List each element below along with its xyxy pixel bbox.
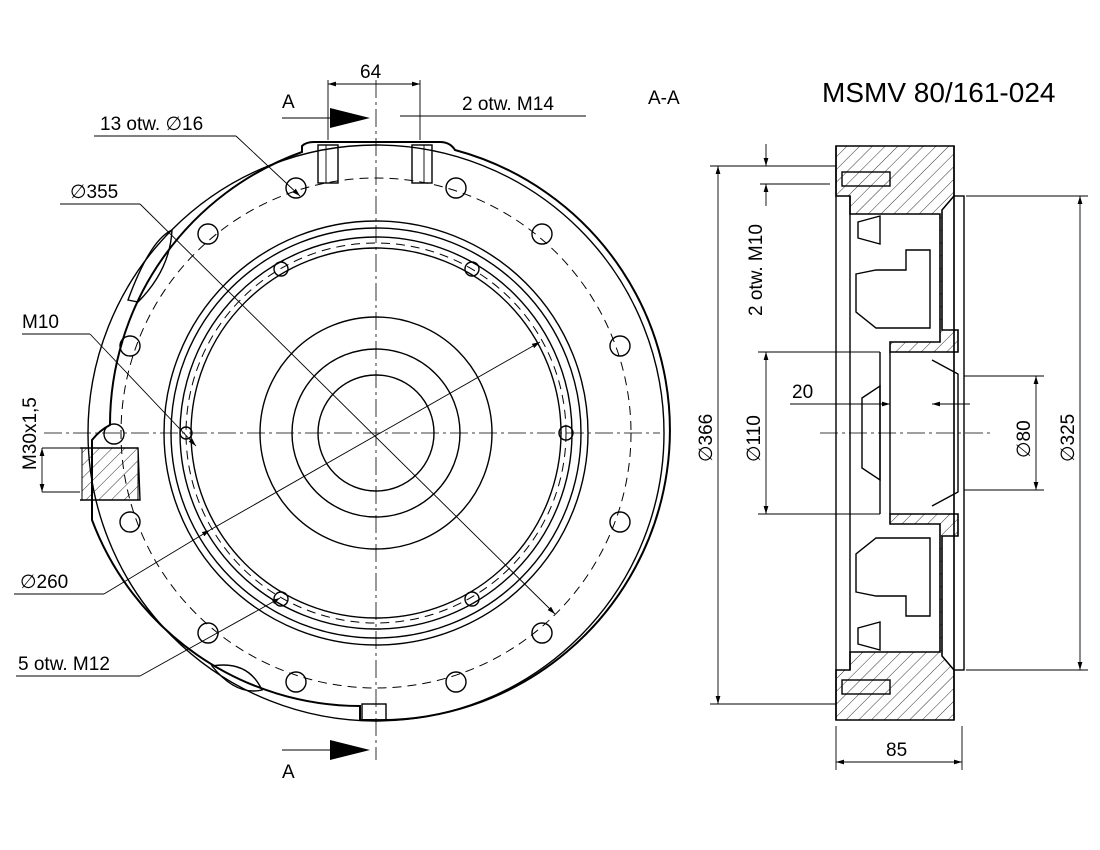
slot-upper-left — [127, 228, 173, 303]
dim-64: 64 — [360, 62, 382, 83]
hole-16 — [531, 622, 553, 644]
callout-m30: M30x1,5 — [20, 397, 41, 470]
dia-355-line — [139, 203, 556, 615]
section-label-bottom: A — [282, 762, 295, 783]
hole-16 — [445, 177, 467, 199]
bolt-pockets — [855, 215, 931, 651]
section-view: A-A ∅366 2 otw. M10 — [648, 88, 1088, 770]
hole-m12 — [273, 261, 289, 277]
section-view-label: A-A — [648, 88, 680, 109]
callout-dia-260: ∅260 — [20, 572, 68, 593]
hub-nose — [861, 384, 881, 482]
section-body-bottom — [835, 513, 959, 721]
dim-holes-m10: 2 otw. M10 — [746, 224, 767, 316]
drawing-title: MSMV 80/161-024 — [822, 77, 1055, 108]
m30-port-hatch — [81, 447, 139, 501]
callout-holes-m14: 2 otw. M14 — [462, 94, 554, 115]
section-body-top — [835, 145, 959, 353]
holes-m12 — [179, 261, 574, 607]
section-label-top: A — [282, 92, 295, 113]
section-arrow-bottom — [330, 740, 370, 760]
hole-16 — [609, 335, 631, 357]
hole-16 — [285, 671, 307, 693]
dim-20: 20 — [792, 382, 813, 403]
front-view: 64 A A 2 otw. M14 13 otw. ∅16 ∅355 M10 M… — [14, 62, 671, 783]
hole-16 — [445, 671, 467, 693]
top-lug-right — [411, 144, 433, 184]
dia-260-leader — [103, 529, 211, 595]
hole-16 — [197, 622, 219, 644]
bottom-lug — [361, 703, 387, 721]
slot-lower-left — [210, 664, 264, 692]
callout-holes-m12: 5 otw. M12 — [18, 654, 110, 675]
dim-dia-325: ∅325 — [1058, 414, 1079, 462]
top-lug-left — [317, 144, 339, 184]
section-arrow-top — [330, 108, 370, 128]
hole-16 — [531, 223, 553, 245]
m10-bolt-top — [841, 171, 891, 187]
hole-16 — [285, 177, 307, 199]
hole-16 — [119, 511, 141, 533]
holes-16 — [103, 177, 631, 693]
hole-m12 — [464, 261, 480, 277]
hole-m12 — [464, 591, 480, 607]
hole-16 — [103, 423, 125, 445]
hole-16 — [609, 511, 631, 533]
dim-dia-366: ∅366 — [696, 414, 717, 462]
hole-16 — [119, 335, 141, 357]
hole-16 — [197, 223, 219, 245]
callout-dia-355: ∅355 — [70, 182, 118, 203]
dia-260-line — [209, 341, 541, 531]
dim-85: 85 — [886, 740, 907, 761]
callout-m10: M10 — [22, 312, 59, 333]
dim-dia-110: ∅110 — [744, 415, 765, 462]
dim-dia-80: ∅80 — [1014, 420, 1035, 458]
callout-holes-16: 13 otw. ∅16 — [100, 114, 203, 135]
m10-bolt-bottom — [841, 679, 891, 695]
